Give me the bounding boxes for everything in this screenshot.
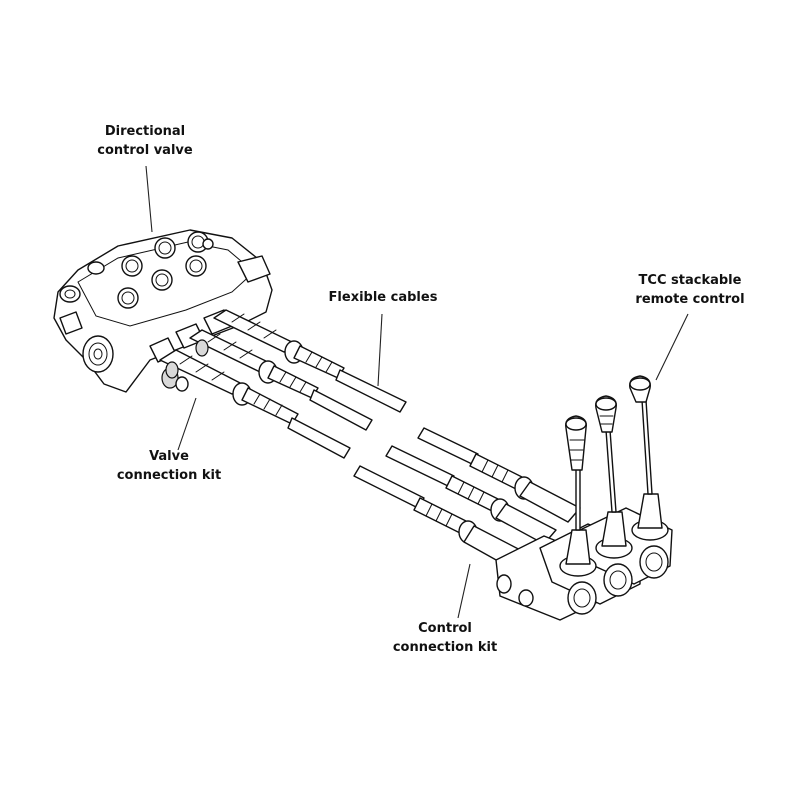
leader-valve-kit: [177, 397, 197, 451]
leader-control-kit: [457, 563, 471, 619]
control-kit-boot-1: [469, 453, 581, 523]
label-line: connection kit: [392, 640, 498, 655]
label-tcc-stackable-remote-control: TCC stackable remote control: [628, 271, 752, 309]
valve-top-ports: [117, 231, 214, 309]
valve-kit-boot-2: [189, 329, 319, 399]
lever-handle-3: [629, 375, 651, 403]
control-kit-boot-2: [445, 475, 557, 545]
directional-control-valve: [53, 229, 273, 393]
flexible-cables-right: [353, 427, 479, 509]
label-directional-control-valve: Directional control valve: [86, 122, 204, 160]
label-line: Control: [418, 621, 472, 636]
tcc-stackable-remote-control: [495, 375, 673, 621]
label-control-connection-kit: Control connection kit: [386, 619, 504, 657]
label-line: Directional: [104, 124, 186, 139]
lever-handle-1: [565, 415, 587, 471]
label-line: connection kit: [116, 468, 222, 483]
leader-tcc-remote: [655, 313, 689, 381]
label-line: Valve: [149, 449, 189, 464]
label-line: control valve: [97, 143, 193, 158]
label-flexible-cables: Flexible cables: [322, 288, 444, 307]
valve-kit-boot-3: [159, 349, 299, 425]
leader-flexible-cables: [377, 313, 383, 387]
label-valve-connection-kit: Valve connection kit: [110, 447, 228, 485]
lever-handle-2: [595, 395, 617, 433]
flexible-cables-left: [287, 369, 407, 459]
valve-connection-kit: [159, 309, 345, 425]
label-line: TCC stackable: [638, 273, 742, 288]
valve-kit-boot-1: [213, 309, 345, 379]
leader-directional-valve: [145, 165, 153, 233]
control-connection-kit: [413, 453, 581, 571]
label-line: remote control: [635, 292, 745, 307]
leader-lines: [145, 165, 689, 619]
label-line: Flexible cables: [328, 290, 438, 305]
